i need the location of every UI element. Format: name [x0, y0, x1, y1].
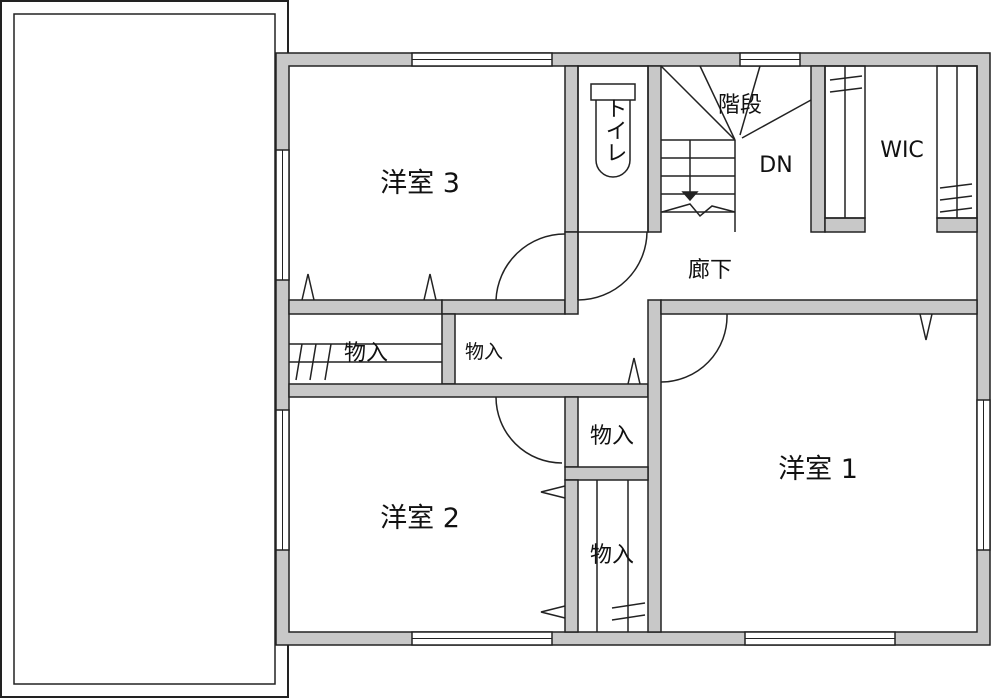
room-label-storage-4: 物入	[590, 543, 634, 568]
room-label-stairs: 階段	[718, 93, 762, 118]
room-label-stairs-direction: DN	[759, 153, 792, 178]
room-label-hallway: 廊下	[688, 258, 732, 283]
windows	[275, 52, 991, 646]
balcony	[0, 0, 289, 698]
room-label-western-2: 洋室 2	[380, 503, 460, 534]
stairs-treads	[660, 65, 812, 232]
toilet-fixture	[577, 65, 649, 233]
wic-shelving	[824, 65, 978, 219]
room-label-storage-3: 物入	[590, 424, 634, 449]
room-label-storage-2: 物入	[465, 341, 503, 363]
room-label-wic: WIC	[880, 138, 924, 163]
room-label-western-3: 洋室 3	[380, 168, 460, 199]
closet-shelving	[289, 273, 933, 632]
room-label-western-1: 洋室 1	[778, 454, 858, 485]
interior-walls	[288, 65, 978, 633]
doors	[495, 231, 728, 464]
room-label-storage-1: 物入	[344, 341, 388, 366]
room-label-toilet: トイレ	[602, 97, 627, 163]
